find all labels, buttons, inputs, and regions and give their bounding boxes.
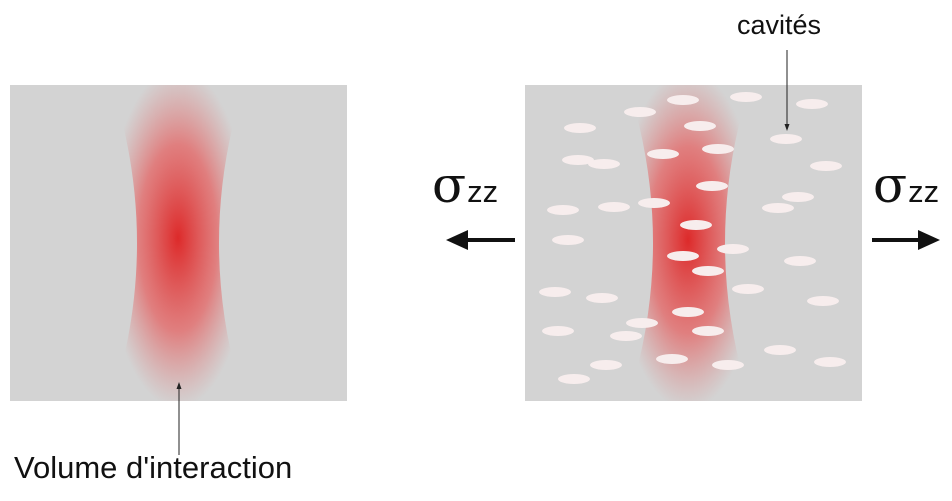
cavity [564,123,596,133]
sigma-subscript: zz [908,174,940,209]
cavity [558,374,590,384]
cavity [692,326,724,336]
cavity [547,205,579,215]
right-interaction-volume [628,85,750,401]
cavity [814,357,846,367]
cavity [807,296,839,306]
cavity [667,251,699,261]
cavities-label: cavités [737,10,822,40]
stress-label-left: σzz [432,160,498,210]
cavity [764,345,796,355]
cavity [732,284,764,294]
cavity [624,107,656,117]
sigma-subscript: zz [467,174,499,209]
cavity [588,159,620,169]
right-sample [525,50,862,401]
cavity [672,307,704,317]
cavities-arrowhead [784,124,790,131]
cavity [784,256,816,266]
cavity [680,220,712,230]
cavity [762,203,794,213]
pointer-arrowhead [176,382,182,389]
stress-label-right: σzz [873,160,939,210]
cavity [692,266,724,276]
cavity [667,95,699,105]
cavity [712,360,744,370]
arrow-left-icon [446,230,515,250]
cavity [542,326,574,336]
cavity-group [539,92,846,384]
cavity [796,99,828,109]
cavity [782,192,814,202]
cavity [696,181,728,191]
cavity [656,354,688,364]
cavity [810,161,842,171]
cavity [702,144,734,154]
left-sample [10,85,347,455]
cavity [638,198,670,208]
left-interaction-volume [112,85,244,401]
cavity [647,149,679,159]
cavity [717,244,749,254]
cavity [586,293,618,303]
cavity [598,202,630,212]
arrow-right-icon [872,230,940,250]
cavity [552,235,584,245]
cavity [562,155,594,165]
cavity [684,121,716,131]
cavity [610,331,642,341]
sigma-symbol: σ [432,156,467,214]
sigma-symbol: σ [873,156,908,214]
cavity [590,360,622,370]
cavity [770,134,802,144]
cavity [730,92,762,102]
interaction-volume-label: Volume d'interaction [14,450,293,485]
cavity [626,318,658,328]
cavity [539,287,571,297]
